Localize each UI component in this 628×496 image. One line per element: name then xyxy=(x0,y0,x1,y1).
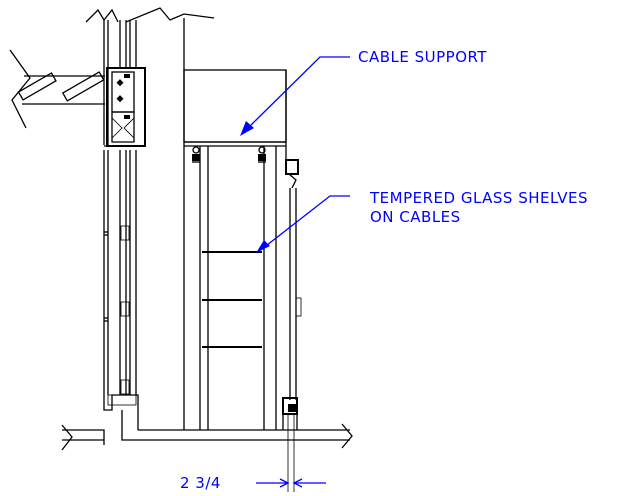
display-case xyxy=(183,69,302,430)
cable-support-label: CABLE SUPPORT xyxy=(358,48,487,66)
shelves-label-line1: TEMPERED GLASS SHELVES xyxy=(369,189,588,207)
cable-support-leader xyxy=(240,56,350,136)
light-fixture-left-icon xyxy=(192,146,200,163)
dimension-label: 2 3/4 xyxy=(180,474,221,492)
left-wall-assembly xyxy=(103,18,185,430)
dimension-2-3-4 xyxy=(256,415,326,492)
light-fixture-right-icon xyxy=(258,146,266,163)
shelves-leader xyxy=(256,195,350,253)
shelves-label-line2: ON CABLES xyxy=(370,208,461,226)
floor-line xyxy=(61,410,353,451)
top-break-lines xyxy=(85,7,215,23)
upper-left-structure xyxy=(9,49,105,129)
